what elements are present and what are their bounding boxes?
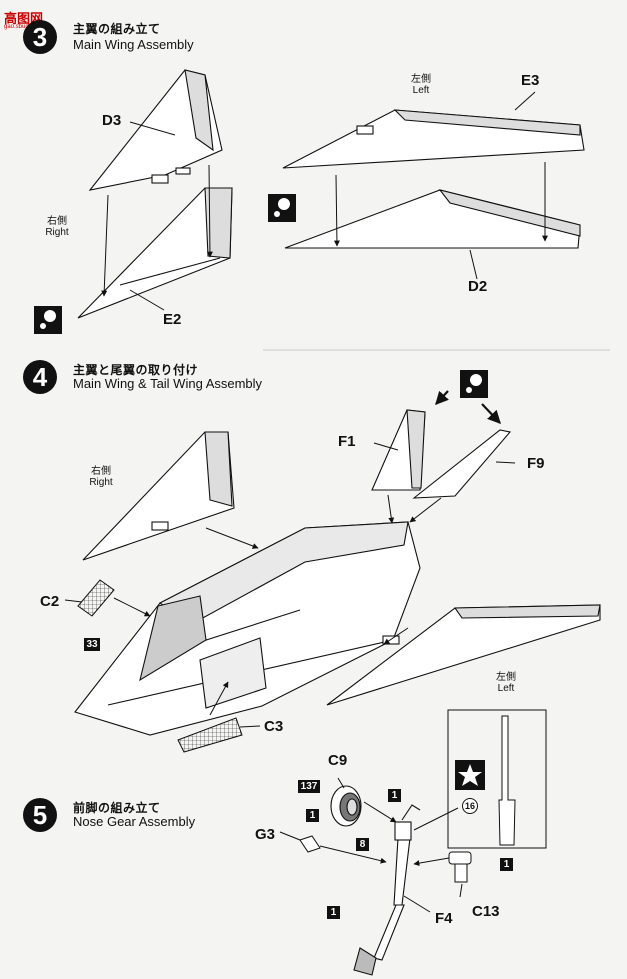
star-icon: [455, 760, 485, 790]
part-label-f1: F1: [338, 433, 356, 450]
part-label-g3: G3: [255, 826, 276, 843]
step3-wing-e2: [77, 187, 233, 319]
step4-tail-f9: [412, 429, 512, 499]
part-label-d3: D3: [102, 112, 122, 129]
part-label-f9: F9: [527, 455, 545, 472]
watermark-url: gao.sbug.com: [4, 24, 42, 30]
step-number-5: 5: [23, 798, 57, 832]
part-label-e2: E2: [163, 311, 182, 328]
step3-left-label: 左側 Left: [404, 74, 438, 96]
step4-tail-f1: [371, 409, 426, 491]
part-label-c9: C9: [328, 752, 348, 769]
paint-drop-icon: [34, 306, 62, 334]
step5-inset: [447, 709, 547, 849]
step4-right-label: 右側 Right: [84, 466, 118, 488]
step3-right-jp: 右側: [47, 216, 67, 227]
step5-wheel-c9: [330, 785, 362, 827]
part-label-c13: C13: [472, 903, 500, 920]
part-label-c3: C3: [264, 718, 284, 735]
qty-c9: 1: [388, 789, 401, 802]
step3-right-en: Right: [45, 227, 69, 238]
step4-wing-left: [326, 604, 601, 706]
step3-right-label: 右側 Right: [40, 216, 74, 238]
part-label-c2: C2: [40, 593, 60, 610]
decal-number-137: 137: [298, 780, 320, 793]
step4-right-en: Right: [89, 477, 113, 488]
step4-right-jp: 右側: [91, 466, 111, 477]
paint-drop-icon: [268, 194, 296, 222]
qty-f4: 1: [327, 906, 340, 919]
inset-decal-16: 16: [462, 798, 478, 814]
step4-left-jp: 左側: [496, 672, 516, 683]
step-number-4: 4: [23, 360, 57, 394]
paint-drop-icon: [460, 370, 488, 398]
step3-wing-e3: [282, 109, 585, 169]
step3-left-en: Left: [412, 85, 430, 96]
step3-title-en: Main Wing Assembly: [73, 37, 194, 52]
qty-c13: 1: [500, 858, 513, 871]
step4-title-jp: 主翼と尾翼の取り付け: [73, 363, 199, 377]
part-label-f4: F4: [435, 910, 453, 927]
step4-left-label: 左側 Left: [489, 672, 523, 694]
step4-wing-right: [82, 431, 235, 561]
step4-left-en: Left: [497, 683, 515, 694]
qty-g3: 1: [306, 809, 319, 822]
part-label-e3: E3: [521, 72, 540, 89]
step4-title-en: Main Wing & Tail Wing Assembly: [73, 376, 263, 391]
step5-part-g3: [299, 835, 321, 853]
step5-title-jp: 前脚の組み立て: [73, 801, 161, 815]
step4-part-c3: [177, 717, 243, 753]
step5-part-c13: [448, 851, 472, 883]
part-label-d2: D2: [468, 278, 488, 295]
step4-part-c2: [77, 579, 115, 617]
step4-fuselage: [74, 521, 421, 736]
step3-wing-d2: [284, 189, 581, 249]
step3-title-jp: 主翼の組み立て: [73, 22, 161, 36]
step-number-3: 3: [23, 20, 57, 54]
step5-strut-f4: [353, 804, 421, 976]
qty-8: 8: [356, 838, 369, 851]
step5-title-en: Nose Gear Assembly: [73, 814, 196, 829]
decal-number-33: 33: [84, 638, 100, 651]
step3-left-jp: 左側: [411, 74, 431, 85]
